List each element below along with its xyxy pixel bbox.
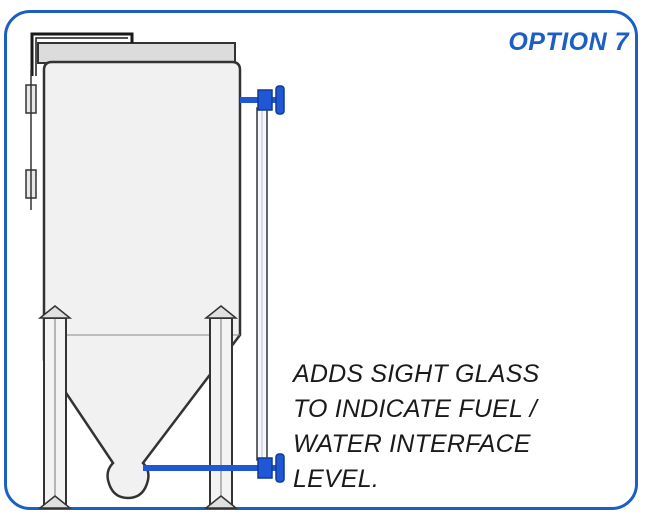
option-title: OPTION 7 <box>508 28 629 56</box>
top-valve-connection <box>240 85 285 115</box>
tank-top-platform <box>37 42 236 64</box>
caption-text: ADDS SIGHT GLASS TO INDICATE FUEL / WATE… <box>293 357 613 497</box>
tank-leg-left <box>37 305 73 509</box>
sight-glass-icon <box>256 107 268 461</box>
vent-pipe <box>30 32 134 76</box>
bottom-valve-connection <box>143 453 285 483</box>
side-bracket <box>25 70 37 210</box>
storage-tank-icon <box>42 60 242 500</box>
caption-line: WATER INTERFACE <box>293 430 531 458</box>
caption-line: TO INDICATE FUEL / <box>293 395 537 423</box>
caption-line: ADDS SIGHT GLASS <box>293 360 540 388</box>
tank-leg-right <box>203 305 239 509</box>
valve-icon <box>275 85 285 115</box>
valve-icon <box>275 453 285 483</box>
caption-line: LEVEL. <box>293 465 379 493</box>
